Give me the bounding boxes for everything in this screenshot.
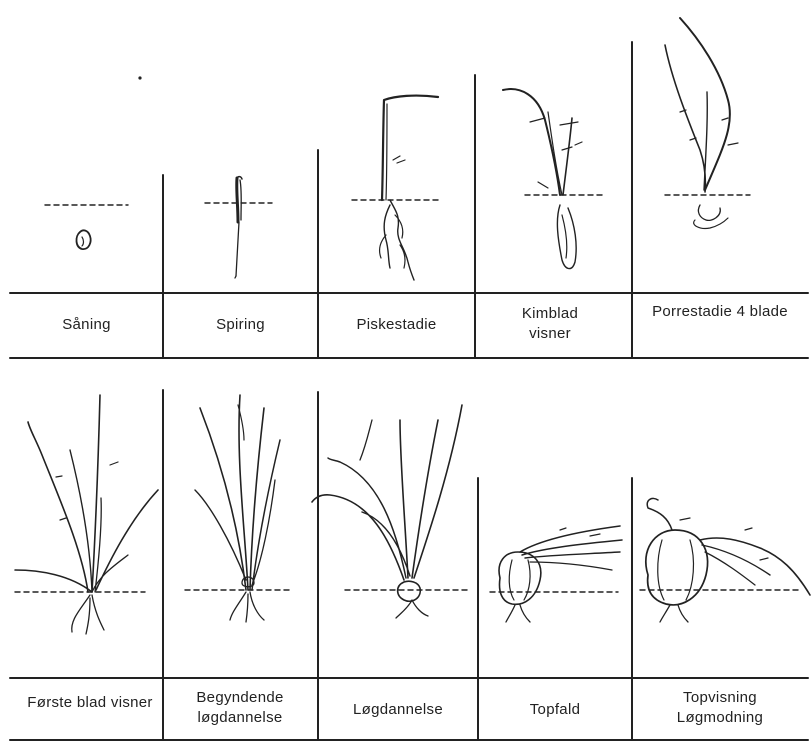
stage-label-porrestadie: Porrestadie 4 blade (650, 302, 790, 322)
stage-label-piskestadie: Piskestadie (318, 315, 475, 335)
stage-label-logdannelse: Løgdannelse (318, 700, 478, 720)
stage-label-begyndende-logdannelse: Begyndende løgdannelse (170, 688, 310, 728)
stage-logdannelse-illustration (312, 405, 462, 618)
stage-label-forste-blad-visner: Første blad visner (25, 693, 155, 713)
stage-forste-blad-illustration (15, 395, 158, 634)
stage-piskestadie-illustration (380, 96, 438, 280)
stage-label-topvisning-logmodning: Topvisning Løgmodning (645, 688, 795, 728)
stage-topfald-illustration (499, 526, 622, 622)
stage-label-topfald: Topfald (478, 700, 632, 720)
stage-kimblad-illustration (503, 89, 582, 268)
stage-spiring-illustration (235, 177, 242, 278)
stage-topvisning-illustration (646, 498, 810, 622)
stage-label-spiring: Spiring (163, 315, 318, 335)
stage-porrestadie-illustration (665, 18, 738, 228)
stage-saning-illustration (76, 77, 140, 249)
stage-begyndende-illustration (195, 395, 280, 622)
stage-label-kimblad-visner: Kimblad visner (500, 304, 600, 344)
soil-lines (15, 195, 800, 592)
stage-label-saning: Såning (10, 315, 163, 335)
